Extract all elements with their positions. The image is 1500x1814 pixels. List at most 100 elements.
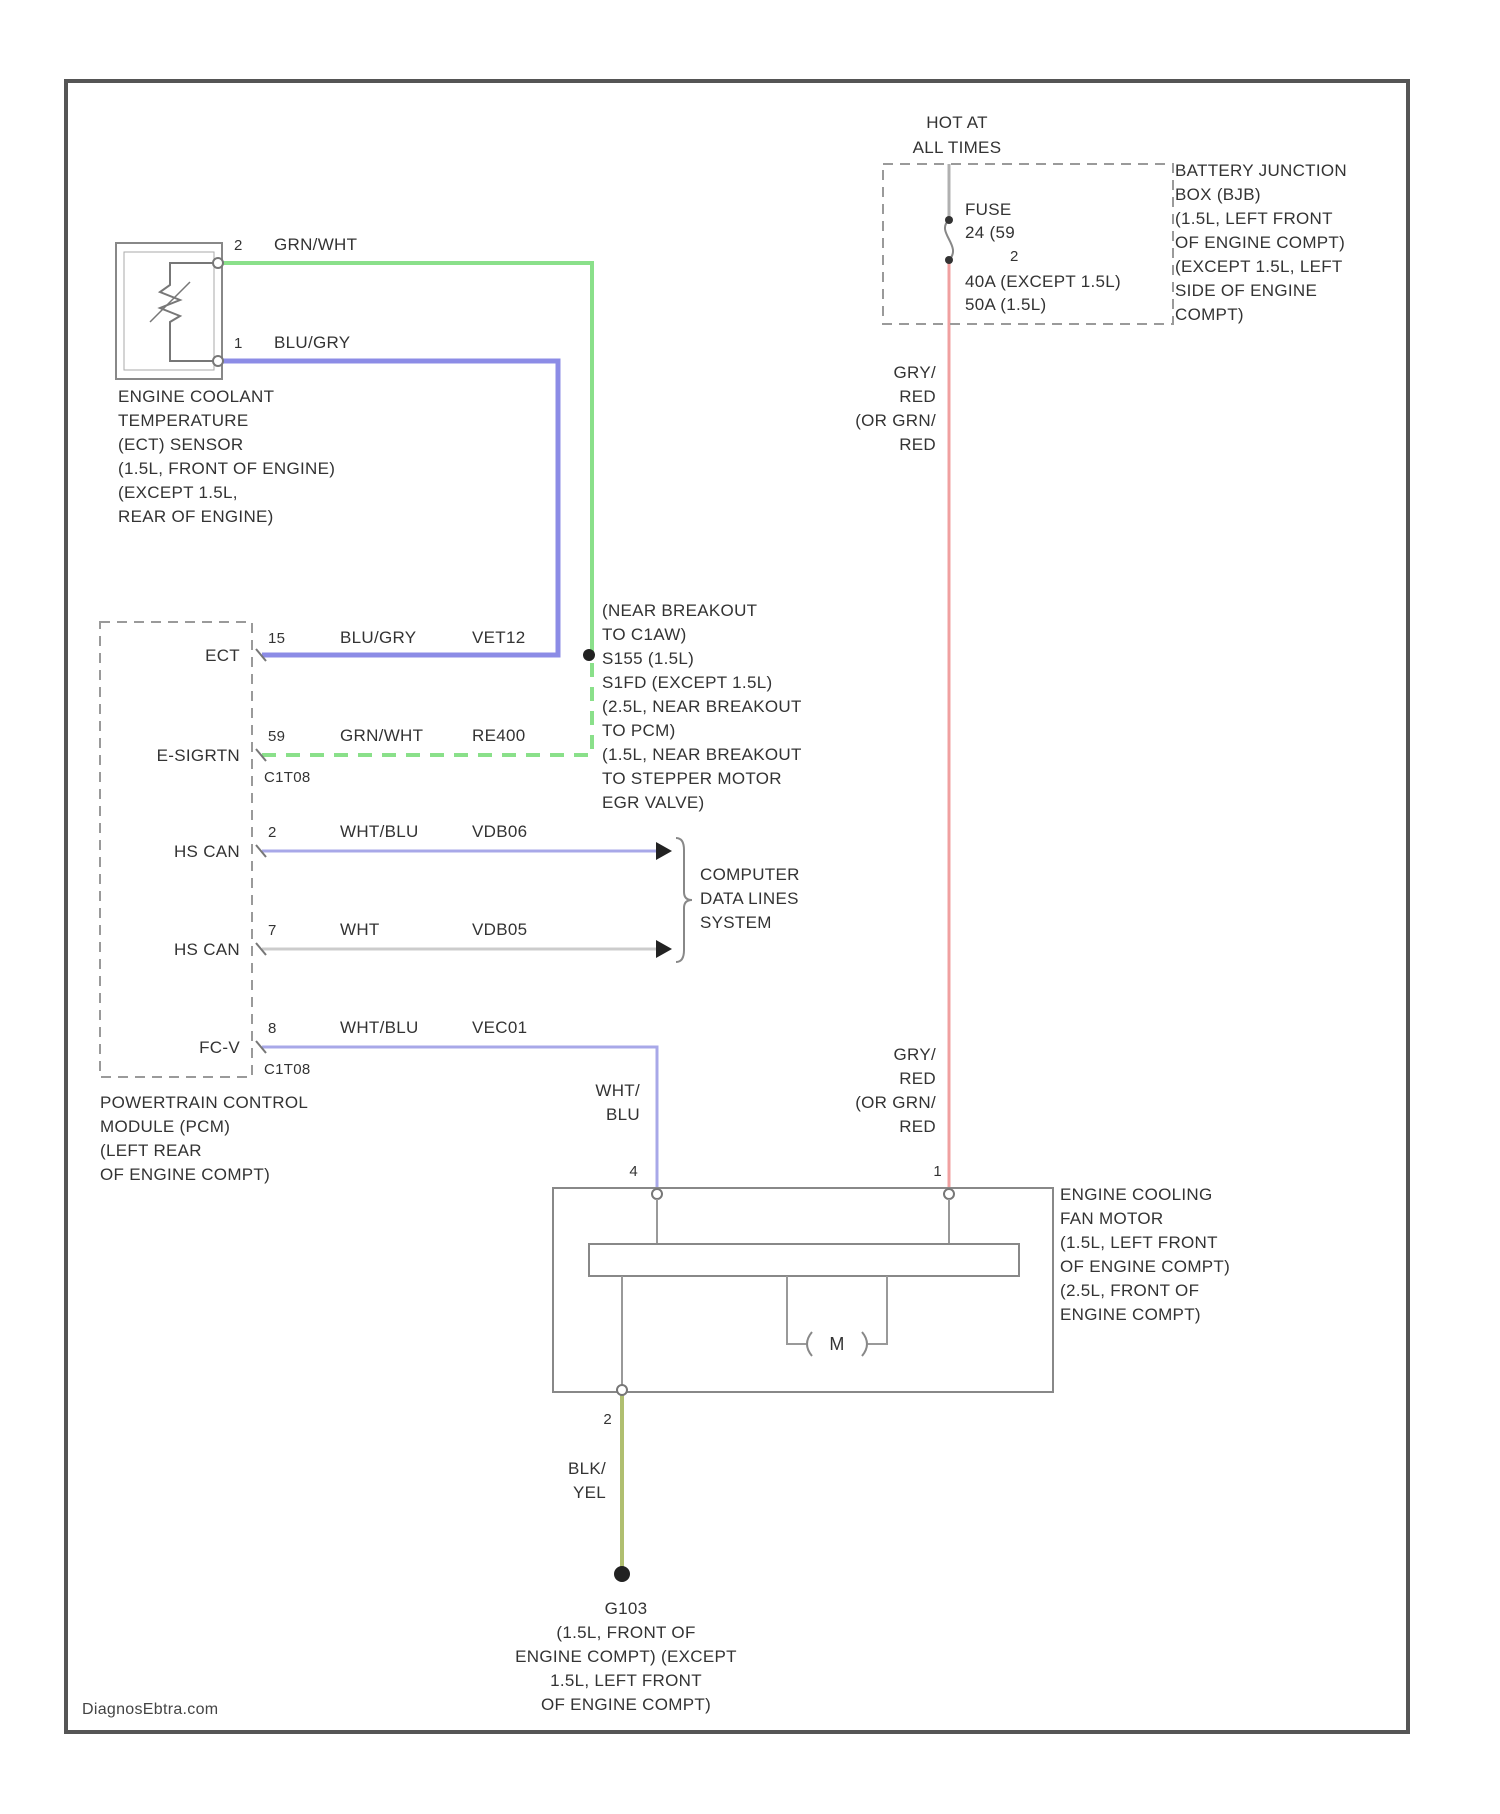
splice-note-line: S155 (1.5L): [602, 649, 694, 668]
motor-pin-control-terminal: [652, 1189, 662, 1199]
splice-note-line: TO C1AW): [602, 625, 687, 644]
fan-control-module: [589, 1244, 1019, 1276]
bjb-label: BATTERY JUNCTION BOX (BJB) (1.5L, LEFT F…: [1175, 161, 1347, 324]
all-times-label: ALL TIMES: [913, 138, 1002, 157]
pcm-label-line: MODULE (PCM): [100, 1117, 230, 1136]
pcm-terminal-name: HS CAN: [174, 940, 240, 959]
ect-pin2-terminal: [213, 258, 223, 268]
ground-label-line: OF ENGINE COMPT): [541, 1695, 711, 1714]
pcm-wire-color: BLU/GRY: [340, 628, 416, 647]
bjb-label-line: SIDE OF ENGINE: [1175, 281, 1317, 300]
ect-thermistor-icon: [160, 263, 218, 361]
data-lines-line: SYSTEM: [700, 913, 772, 932]
wire-color-line: BLK/: [568, 1459, 606, 1478]
ground-label: G103 (1.5L, FRONT OF ENGINE COMPT) (EXCE…: [515, 1599, 737, 1714]
pcm-circuit: VDB06: [472, 822, 527, 841]
fuse-pin: 2: [1010, 248, 1019, 265]
ect-pin1-label: 1: [234, 335, 243, 352]
bjb-label-line: OF ENGINE COMPT): [1175, 233, 1345, 252]
wire-grn-wht-esigrtn: [262, 655, 592, 755]
ground-label-line: G103: [605, 1599, 648, 1618]
pcm-pin: 59: [268, 728, 285, 745]
pcm-terminal-name: FC-V: [199, 1038, 240, 1057]
wire-wht-blu-fcv: [262, 1047, 657, 1194]
data-lines-line: COMPUTER: [700, 865, 800, 884]
motor-internal-wire: [787, 1276, 806, 1344]
splice-note-line: (2.5L, NEAR BREAKOUT: [602, 697, 802, 716]
watermark: DiagnosEbtra.com: [82, 1701, 218, 1718]
pcm-terminal-name: HS CAN: [174, 842, 240, 861]
splice-note-line: EGR VALVE): [602, 793, 705, 812]
pcm-circuit: VEC01: [472, 1018, 527, 1037]
motor-pin-ground-terminal: [617, 1385, 627, 1395]
pcm-connector-2: C1T08: [264, 1061, 311, 1078]
ground-label-line: ENGINE COMPT) (EXCEPT: [515, 1647, 737, 1666]
fan-motor-label-line: FAN MOTOR: [1060, 1209, 1163, 1228]
ect-pin2-label: 2: [234, 237, 243, 254]
motor-pin-power: 1: [933, 1163, 942, 1180]
ect-pin1-terminal: [213, 356, 223, 366]
wire-color-line: RED: [899, 435, 936, 454]
ect-sensor-label: ENGINE COOLANT TEMPERATURE (ECT) SENSOR …: [118, 387, 335, 526]
fuse-rating-1: 40A (EXCEPT 1.5L): [965, 272, 1121, 291]
wire-color-line: (OR GRN/: [855, 411, 936, 430]
fuse-symbol: [945, 220, 953, 260]
hscan-arrow-2: [656, 940, 672, 958]
pcm-row-ect: ECT 15 BLU/GRY VET12: [205, 628, 525, 665]
pcm-pin: 8: [268, 1020, 277, 1037]
fan-motor-label: ENGINE COOLING FAN MOTOR (1.5L, LEFT FRO…: [1060, 1185, 1230, 1324]
bjb-label-line: COMPT): [1175, 305, 1244, 324]
wire-color-line: GRY/: [894, 363, 936, 382]
power-wire-color-top: GRY/ RED (OR GRN/ RED: [855, 363, 936, 454]
fuse-terminal-bottom: [945, 256, 953, 264]
bjb-label-line: (1.5L, LEFT FRONT: [1175, 209, 1333, 228]
ect-label-line: (EXCEPT 1.5L,: [118, 483, 238, 502]
pcm-wire-color: GRN/WHT: [340, 726, 423, 745]
splice-note-line: (1.5L, NEAR BREAKOUT: [602, 745, 802, 764]
motor-internal-wire: [868, 1276, 887, 1344]
fan-motor-label-line: (1.5L, LEFT FRONT: [1060, 1233, 1218, 1252]
motor-symbol: M: [829, 1334, 844, 1354]
pcm-label-line: OF ENGINE COMPT): [100, 1165, 270, 1184]
fan-motor-label-line: OF ENGINE COMPT): [1060, 1257, 1230, 1276]
splice-note: (NEAR BREAKOUT TO C1AW) S155 (1.5L) S1FD…: [602, 601, 802, 812]
pcm-row-hscan-2: HS CAN 7 WHT VDB05: [174, 920, 527, 959]
fan-motor-label-line: ENGINE COMPT): [1060, 1305, 1201, 1324]
hot-at-label: HOT AT: [926, 113, 988, 132]
pcm-circuit: RE400: [472, 726, 525, 745]
wire-color-line: YEL: [573, 1483, 606, 1502]
bjb-label-line: (EXCEPT 1.5L, LEFT: [1175, 257, 1343, 276]
fuse-rating-2: 50A (1.5L): [965, 295, 1046, 314]
wire-color-line: GRY/: [894, 1045, 936, 1064]
ground-wire-color: BLK/ YEL: [568, 1459, 606, 1502]
hscan-arrow-1: [656, 842, 672, 860]
motor-pin-ground: 2: [603, 1411, 612, 1428]
pcm-wire-color: WHT: [340, 920, 380, 939]
ect-label-line: (1.5L, FRONT OF ENGINE): [118, 459, 335, 478]
data-lines-bracket: [676, 838, 692, 962]
motor-control-wire-color: WHT/ BLU: [595, 1081, 640, 1124]
pcm-label-line: POWERTRAIN CONTROL: [100, 1093, 308, 1112]
wire-color-line: (OR GRN/: [855, 1093, 936, 1112]
ect-label-line: (ECT) SENSOR: [118, 435, 243, 454]
ground-point: [614, 1566, 630, 1582]
data-lines-label: COMPUTER DATA LINES SYSTEM: [700, 865, 800, 932]
splice-note-line: S1FD (EXCEPT 1.5L): [602, 673, 772, 692]
ect-label-line: ENGINE COOLANT: [118, 387, 274, 406]
pcm-wire-color: WHT/BLU: [340, 822, 419, 841]
motor-symbol-bracket-right: [862, 1332, 867, 1356]
pcm-connector-1: C1T08: [264, 769, 311, 786]
wire-color-line: WHT/: [595, 1081, 640, 1100]
pcm-row-hscan-1: HS CAN 2 WHT/BLU VDB06: [174, 822, 527, 861]
wire-color-line: RED: [899, 1069, 936, 1088]
pcm-pin: 15: [268, 630, 285, 647]
ect-wire-top-label: GRN/WHT: [274, 235, 357, 254]
pcm-circuit: VET12: [472, 628, 525, 647]
fan-motor-box: [553, 1188, 1053, 1392]
splice-note-line: TO STEPPER MOTOR: [602, 769, 782, 788]
fuse-terminal-top: [945, 216, 953, 224]
pcm-terminal-name: E-SIGRTN: [157, 746, 240, 765]
pcm-label-line: (LEFT REAR: [100, 1141, 202, 1160]
motor-symbol-bracket-left: [807, 1332, 812, 1356]
ect-label-line: REAR OF ENGINE): [118, 507, 274, 526]
